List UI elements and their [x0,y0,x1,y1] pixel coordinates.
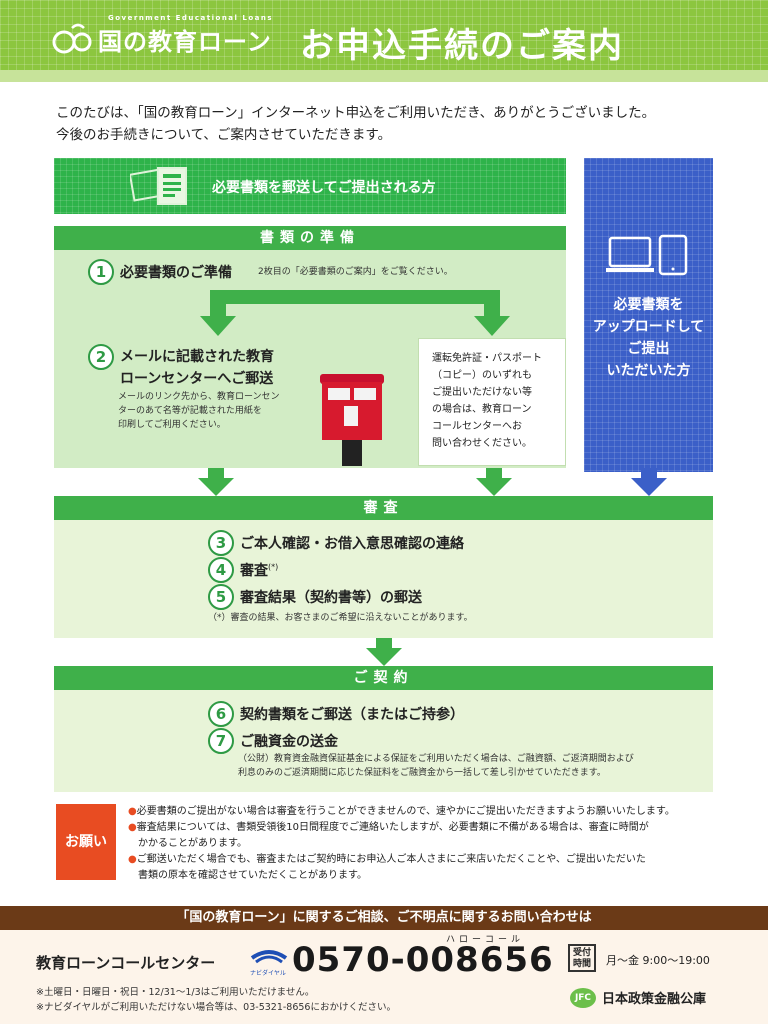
id-note-line-5: コールセンターへお [432,421,522,432]
step-3-badge: 3 [208,530,234,556]
hours-badge: 受付 時間 [568,944,596,972]
mailbox-icon [320,374,384,466]
arrow-down-icon [476,468,512,496]
arrow-down-icon [366,638,402,666]
mail-route-header [54,158,566,214]
id-note-text: 運転免許証・パスポート （コピー）のいずれも ご提出いただけない等 の場合は、教… [432,350,560,452]
prep-section-bar: 書類の準備 [54,226,566,250]
step-1-title: 必要書類のご準備 [120,265,232,281]
header-stripe [0,70,768,82]
review-section-box [54,520,713,638]
navi-dial-icon [250,950,288,964]
upload-route-panel [584,158,713,472]
intro-line-2: 今後のお手続きについて、ご案内させていただきます。 [56,127,392,143]
page-title: お申込手続のご案内 [300,26,624,66]
id-note-line-6: 問い合わせください。 [432,438,532,449]
step-4-badge: 4 [208,557,234,583]
upload-line-1: 必要書類を [613,297,684,313]
step-2-description: メールのリンク先から、教育ローンセン ターのあて名等が記載された用紙を 印刷して… [118,390,318,432]
notice-item-2: ●審査結果については、書類受領後10日間程度でご連絡いたしますが、必要書類に不備… [128,820,728,836]
hours-badge-line-2: 時間 [572,959,591,969]
upload-line-3: ご提出 [627,341,670,357]
review-section-bar: 審査 [54,496,713,520]
review-note: （*）審査の結果、お客さまのご希望に沿えないことがあります。 [208,613,473,623]
step-5-badge: 5 [208,584,234,610]
step-6-badge: 6 [208,701,234,727]
logo-subtitle: Government Educational Loans [108,14,273,22]
bullet-icon: ● [128,806,137,817]
notice-item-3: ●ご郵送いただく場合でも、審査またはご契約時にお申込人ご本人さまにご来店いただく… [128,852,728,868]
header-banner [0,0,768,82]
step-2-desc-line-2: ターのあて名等が記載された用紙を [118,406,262,416]
step-1-badge: 1 [88,259,114,285]
contract-section-box [54,690,713,792]
step-2-title-line-2: ローンセンターへご郵送 [120,371,274,387]
notice-item-2-text: 審査結果については、書類受領後10日間程度でご連絡いたしますが、必要書類に不備が… [136,822,649,833]
mail-route-title: 必要書類を郵送してご提出される方 [212,180,436,196]
hello-call-reading: ハローコール [446,935,525,945]
logo-icon [52,23,92,54]
contract-note-line-1: （公財）教育資金融資保証基金による保証をご利用いただく場合は、ご融資額、ご返済期… [238,754,634,764]
call-center-name: 教育ローンコールセンター [36,954,216,972]
upload-route-text: 必要書類を アップロードして ご提出 いただいた方 [584,294,713,382]
id-note-line-3: ご提出いただけない等 [432,387,532,398]
arrow-down-blue-icon [631,468,667,496]
notice-item-2-cont: かかることがあります。 [138,838,247,849]
notice-item-3-text: ご郵送いただく場合でも、審査またはご契約時にお申込人ご本人さまにご来店いただくこ… [136,854,646,865]
step-3-title: ご本人確認・お借入意思確認の連絡 [240,536,464,552]
step-4-asterisk: (*) [268,562,279,572]
intro-line-1: このたびは、「国の教育ローン」インターネット申込をご利用いただき、ありがとうござ… [56,105,656,121]
step-2-badge: 2 [88,344,114,370]
step-2-title-line-1: メールに記載された教育 [120,349,274,365]
bullet-icon: ● [128,854,137,865]
logo-text: 国の教育ローン [98,28,272,56]
id-note-line-2: （コピー）のいずれも [432,370,532,381]
jfc-logo-icon: JFC [570,988,596,1008]
notice-item-1: ●必要書類のご提出がない場合は審査を行うことができませんので、速やかにご提出いた… [128,804,728,820]
envelope-document-icon [130,167,187,205]
arrow-down-icon [198,468,234,496]
bullet-icon: ● [128,822,137,833]
split-arrow-icon [200,290,510,336]
contract-section-bar: ご契約 [54,666,713,690]
upload-line-2: アップロードして [592,319,705,335]
footer-note-1: ※土曜日・日曜日・祝日・12/31〜1/3はご利用いただけません。 [36,987,315,998]
id-note-line-4: の場合は、教育ローン [432,404,532,415]
step-2-desc-line-3: 印刷してご利用ください。 [118,420,226,430]
contract-note: （公財）教育資金融資保証基金による保証をご利用いただく場合は、ご融資額、ご返済期… [238,752,708,780]
step-7-title: ご融資金の送金 [240,734,338,750]
contract-note-line-2: 利息のみのご返済期間に応じた保証料をご融資金から一括して差し引かせていただきます… [238,768,606,778]
step-4-label: 審査 [240,563,268,579]
id-note-box [418,338,566,466]
notice-item-3-cont: 書類の原本を確認させていただくことがあります。 [138,870,367,881]
notice-badge: お願い [56,804,116,880]
step-7-badge: 7 [208,728,234,754]
step-2-desc-line-1: メールのリンク先から、教育ローンセン [118,392,280,402]
footer-panel [0,930,768,1024]
computer-tablet-icon [606,234,688,276]
step-6-title: 契約書類をご郵送（またはご持参） [240,707,464,723]
notice-item-1-text: 必要書類のご提出がない場合は審査を行うことができませんので、速やかにご提出いただ… [136,806,675,817]
phone-number[interactable]: 0570-008656 [292,940,554,980]
id-note-line-1: 運転免許証・パスポート [432,353,542,364]
hours-badge-line-1: 受付 [572,948,591,958]
jfc-name: 日本政策金融公庫 [602,992,707,1007]
footer-note-2: ※ナビダイヤルがご利用いただけない場合等は、03-5321-8656におかけくだ… [36,1002,396,1013]
step-1-note: 2枚目の「必要書類のご案内」をご覧ください。 [258,267,453,277]
step-4-title: 審査(*) [240,560,278,580]
navi-dial-label: ナビダイヤル [250,970,286,977]
footer-inquiry-bar: 「国の教育ローン」に関するご相談、ご不明点に関するお問い合わせは [0,906,768,930]
step-5-title: 審査結果（契約書等）の郵送 [240,590,422,606]
business-hours: 月〜金 9:00〜19:00 [606,954,710,967]
step-2-title: メールに記載された教育 ローンセンターへご郵送 [120,346,274,390]
upload-line-4: いただいた方 [606,363,691,379]
